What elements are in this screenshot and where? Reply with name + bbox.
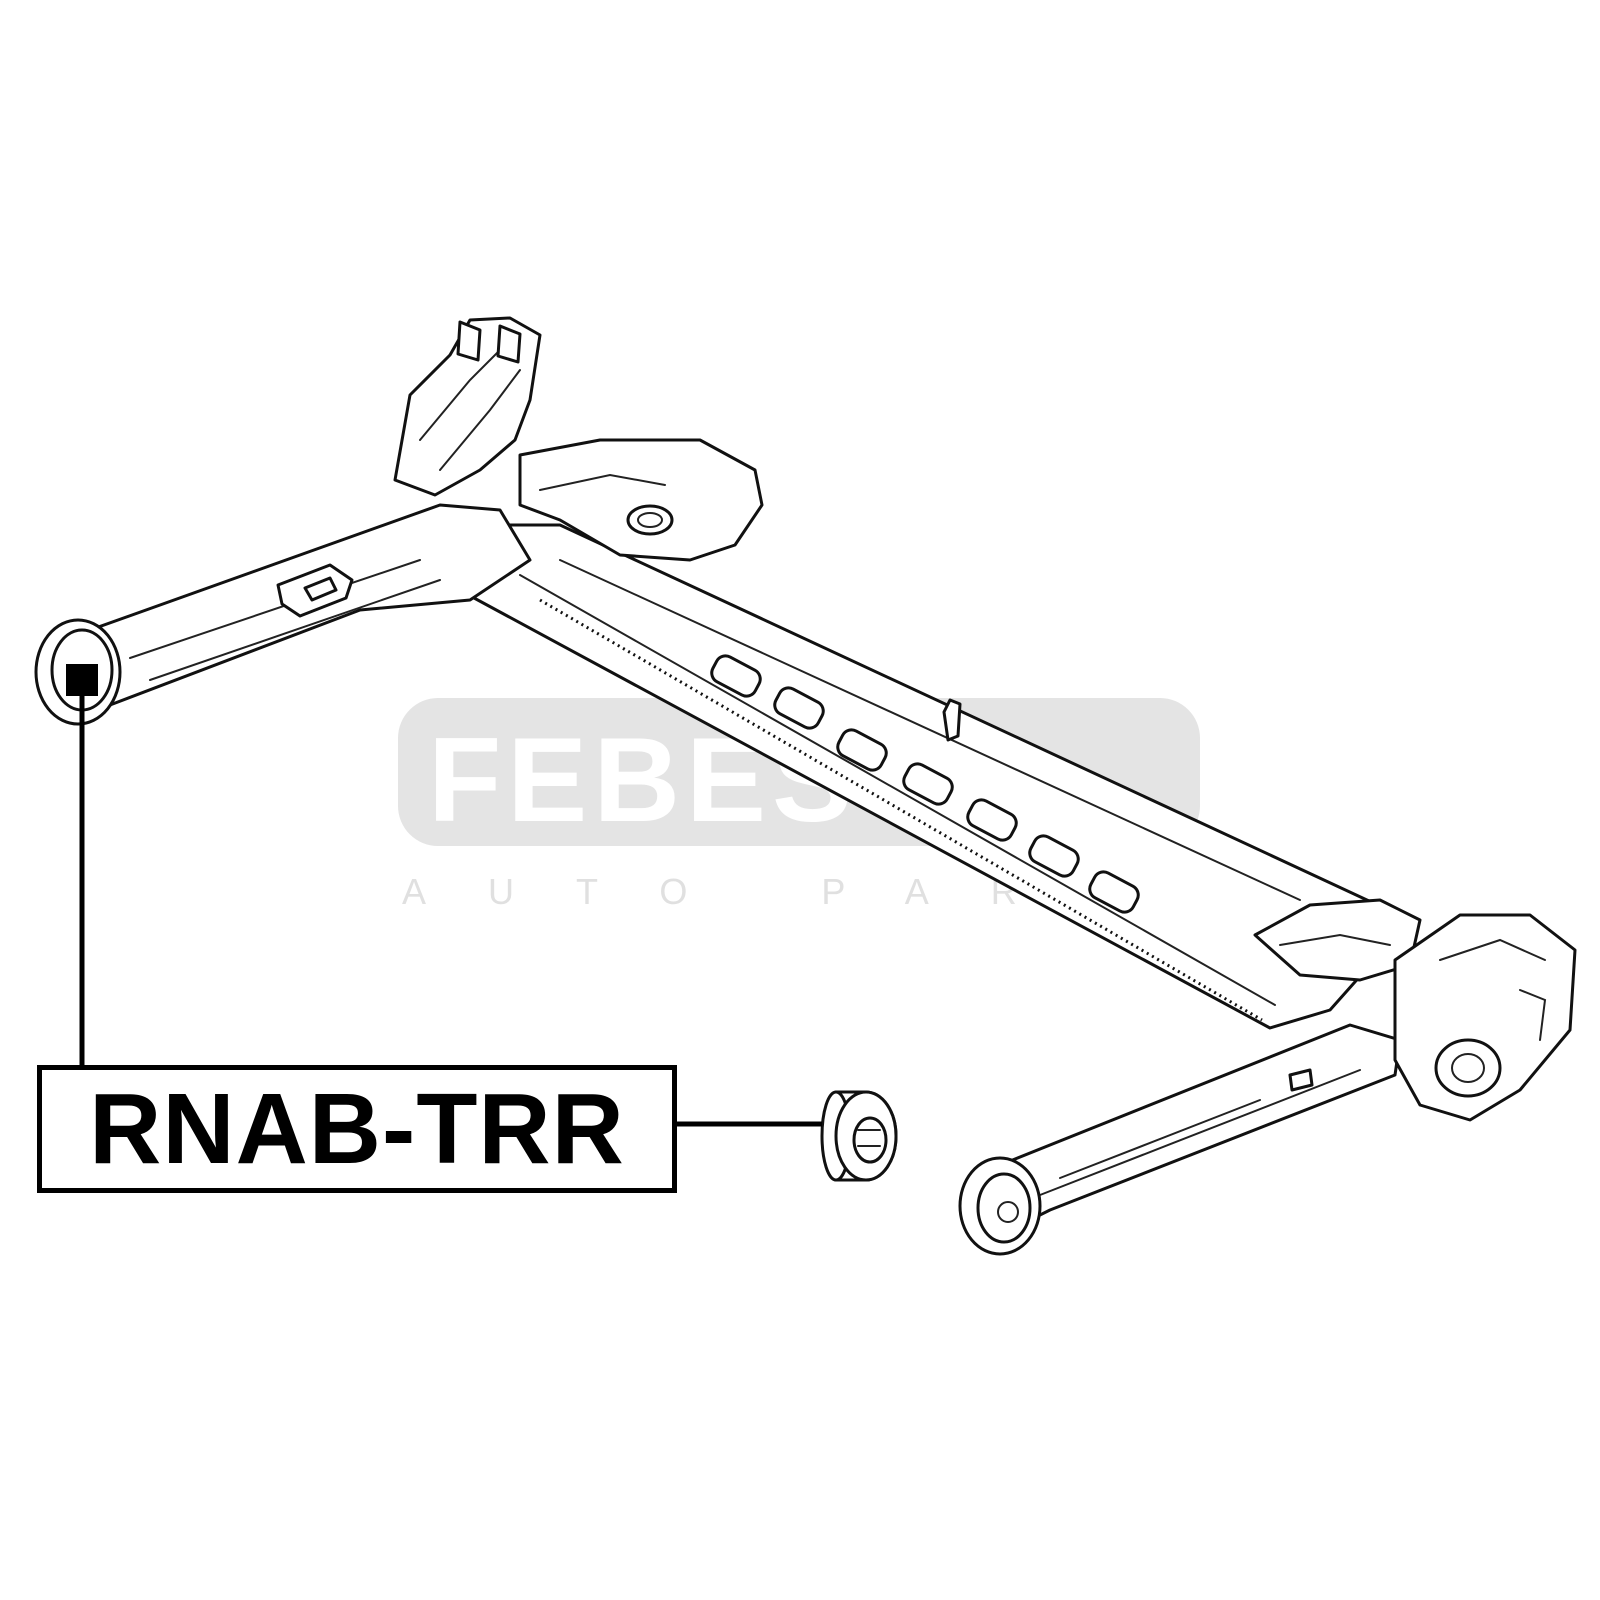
right-spring-seat: [1253, 898, 1422, 982]
callout-marker: [66, 664, 98, 696]
part-number-label: RNAB-TRR: [37, 1065, 677, 1193]
beam-slots: [710, 654, 1140, 914]
rear-axle-beam-drawing: [34, 316, 1577, 1256]
bushing-part: [820, 1090, 898, 1182]
right-arm-bushing: [958, 1156, 1042, 1256]
left-hub-bracket: [393, 316, 542, 497]
beam-pin: [942, 698, 962, 742]
left-spring-seat: [518, 438, 764, 562]
